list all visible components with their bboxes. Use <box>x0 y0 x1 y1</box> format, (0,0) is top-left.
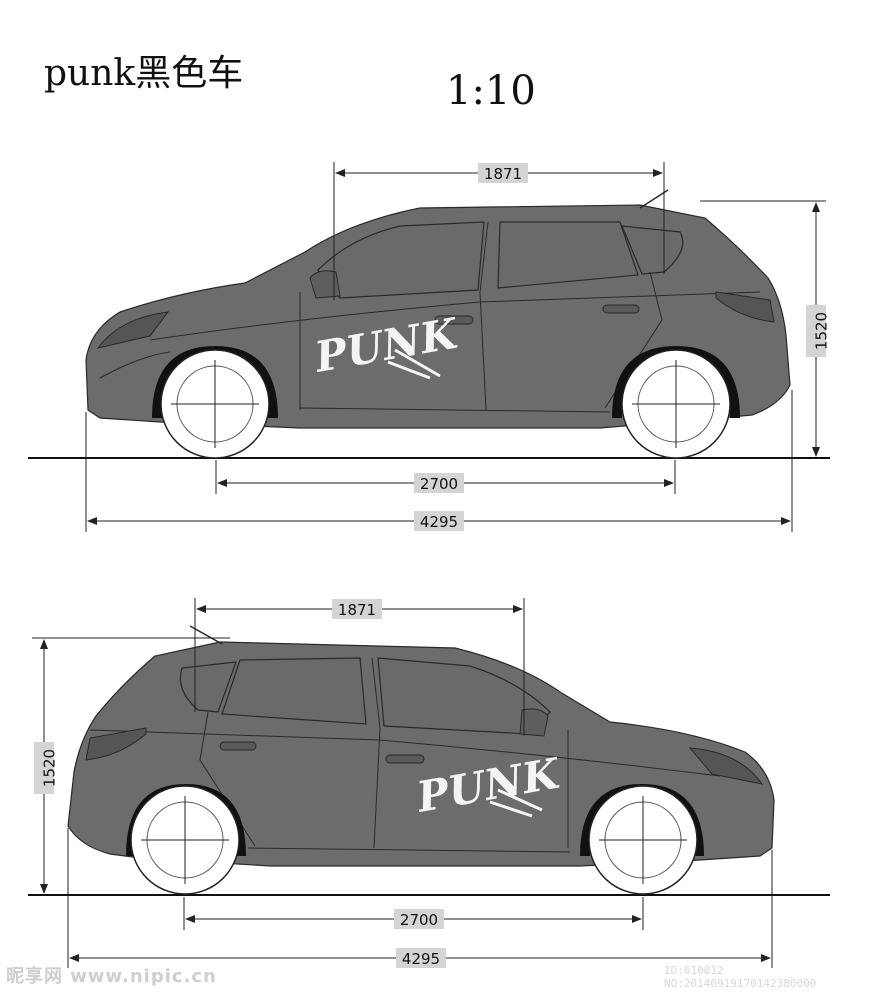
watermark-site: 昵享网 www.nipic.cn <box>6 966 217 987</box>
dim-overall-length: 4295 <box>420 513 458 531</box>
watermark-id: ID:610812 NO:20140919170142380000 <box>664 964 817 990</box>
window-quarter <box>179 661 237 713</box>
dim-height: 1520 <box>41 749 59 787</box>
dim-wheelbase: 2700 <box>400 911 438 929</box>
window-rear <box>221 657 367 725</box>
dim-roof-length: 1871 <box>338 601 376 619</box>
window-front <box>317 221 485 299</box>
dim-overall-length: 4295 <box>402 950 440 968</box>
dimensions-bottom: 1871 1520 2700 4295 <box>32 598 773 968</box>
scale-label: 1:10 <box>446 68 536 114</box>
car-right-profile: PUNK <box>28 625 830 896</box>
window-rear <box>497 221 639 289</box>
dim-height: 1520 <box>813 312 831 350</box>
window-front <box>377 657 551 735</box>
dim-wheelbase: 2700 <box>420 475 458 493</box>
dimensions-top: 1871 1520 2700 4295 <box>85 162 831 532</box>
dim-roof-length: 1871 <box>484 165 522 183</box>
page-title: punk黑色车 <box>44 53 244 94</box>
car-left-profile: PUNK <box>28 189 830 459</box>
